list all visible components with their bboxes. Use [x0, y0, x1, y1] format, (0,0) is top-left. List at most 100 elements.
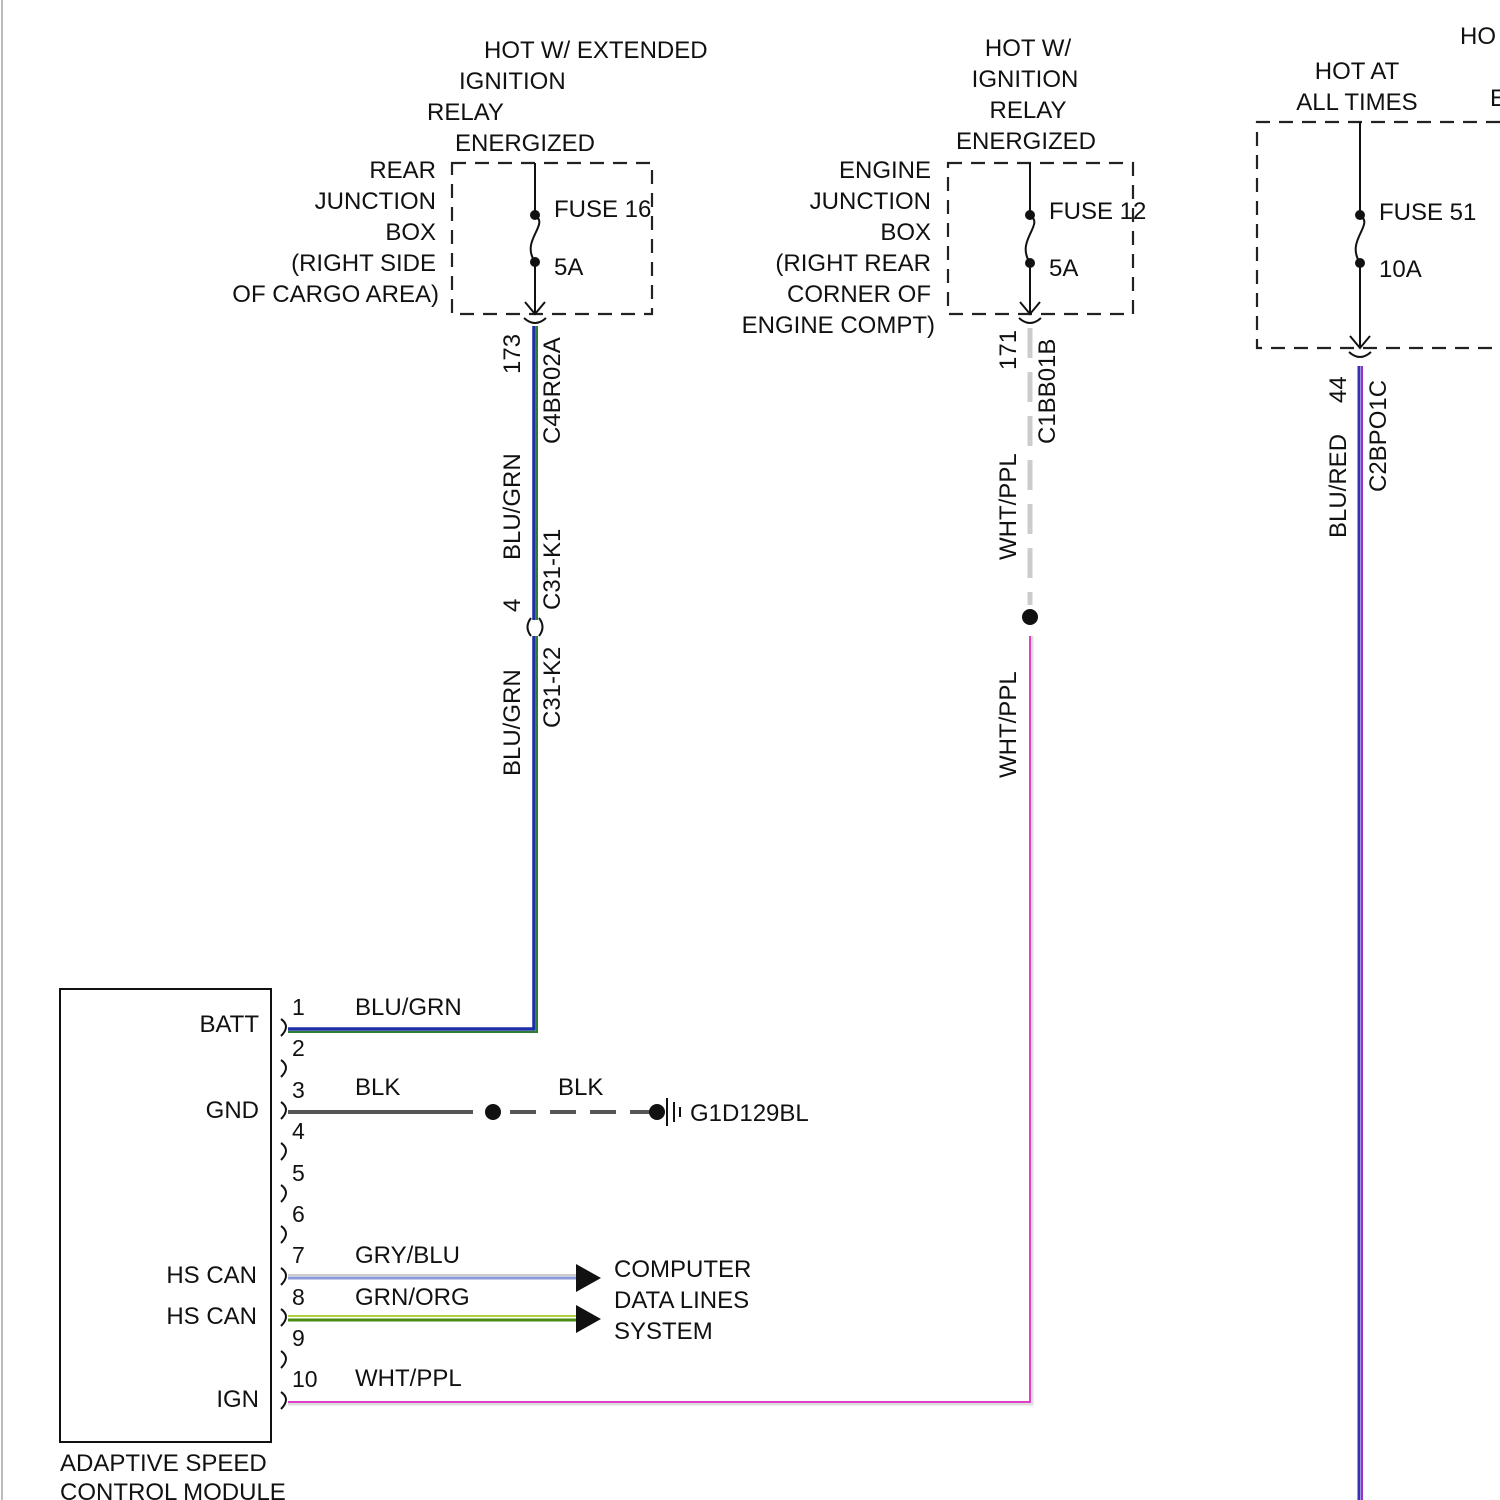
fuse51-fuse-icon — [1356, 215, 1365, 263]
fuse16-header-line1: HOT W/ EXTENDED — [484, 37, 708, 64]
pin-10-wire-label: WHT/PPL — [355, 1365, 462, 1392]
ground-icon — [667, 1098, 680, 1126]
pin-number-7: 7 — [292, 1242, 305, 1268]
c31-connector-top: C31-K1 — [539, 529, 566, 610]
wire-173-circuit: 173 — [499, 334, 526, 374]
module-name-line1: ADAPTIVE SPEED — [60, 1450, 267, 1477]
fuse12-header-line1: HOT W/ — [985, 35, 1072, 62]
module-name-line2: CONTROL MODULE — [60, 1479, 286, 1500]
pin-number-2: 2 — [292, 1035, 305, 1061]
c31-wire-color: BLU/GRN — [499, 669, 526, 776]
pin-1-connector-icon — [281, 1019, 286, 1036]
pin-5-connector-icon — [281, 1185, 286, 1202]
data-lines-line2: DATA LINES — [614, 1287, 749, 1314]
module-label-gnd: GND — [206, 1097, 259, 1124]
fuse12-location-line6: ENGINE COMPT) — [742, 312, 935, 339]
fuse16-fuse-icon — [531, 215, 540, 262]
ground-terminal — [649, 1104, 665, 1120]
pin-number-10: 10 — [292, 1366, 318, 1392]
fuse12-fuse-icon — [1026, 215, 1035, 263]
fuse16-location-line5: OF CARGO AREA) — [232, 281, 439, 308]
fuse51-group: HO HOT AT ALL TIMES E FUSE 51 10A — [1257, 23, 1500, 357]
adaptive-speed-control-module: BATT GND HS CAN HS CAN IGN 1 2 3 4 5 6 7… — [60, 989, 470, 1500]
module-label-hscan-2: HS CAN — [166, 1303, 257, 1330]
pin-number-6: 6 — [292, 1201, 305, 1227]
pin-3-connector-icon — [281, 1102, 286, 1119]
module-label-batt: BATT — [199, 1011, 259, 1038]
fuse51-header-line2: ALL TIMES — [1296, 89, 1417, 116]
ground-wire-label: BLK — [558, 1074, 603, 1101]
fuse51-label: FUSE 51 — [1379, 199, 1476, 226]
hs-can-arrow-1-icon — [576, 1264, 601, 1292]
pin-number-1: 1 — [292, 994, 305, 1020]
pin-10-connector-icon — [281, 1392, 286, 1409]
wire-blu-grn-lower-line — [288, 636, 534, 1029]
fuse12-header-line3: RELAY — [990, 97, 1067, 124]
fuse12-location-line5: CORNER OF — [787, 281, 931, 308]
fuse12-label: FUSE 12 — [1049, 198, 1146, 225]
wire-44-connector: C2BPO1C — [1365, 380, 1392, 492]
c31-connector-icon-left — [528, 618, 532, 636]
fuse51-connector-icon — [1349, 352, 1371, 357]
fuse12-location-line1: ENGINE — [839, 157, 931, 184]
fuse16-location-line2: JUNCTION — [315, 188, 436, 215]
pin-7-connector-icon — [281, 1268, 286, 1285]
pin-number-8: 8 — [292, 1284, 305, 1310]
data-lines-line3: SYSTEM — [614, 1318, 713, 1345]
ground-id: G1D129BL — [690, 1100, 809, 1127]
wire-171-connector: C1BB01B — [1034, 339, 1061, 444]
wire-44-color: BLU/RED — [1325, 434, 1352, 538]
fuse12-header-line4: ENERGIZED — [956, 128, 1096, 155]
fuse51-junction-box — [1257, 122, 1500, 348]
pin-number-5: 5 — [292, 1160, 305, 1186]
wire-171: 171 C1BB01B WHT/PPL WHT/PPL — [995, 328, 1061, 778]
wire-173-color: BLU/GRN — [499, 453, 526, 560]
fuse12-location-line4: (RIGHT REAR — [775, 250, 931, 277]
c31-pin: 4 — [499, 599, 526, 612]
module-label-ign: IGN — [216, 1386, 259, 1413]
data-lines-line1: COMPUTER — [614, 1256, 751, 1283]
pin-7-wire-label: GRY/BLU — [355, 1242, 460, 1269]
pin-3-wire-label: BLK — [355, 1074, 400, 1101]
wire-171-color-bottom: WHT/PPL — [995, 671, 1022, 778]
fuse16-connector-icon — [524, 318, 546, 323]
module-label-hscan-1: HS CAN — [166, 1262, 257, 1289]
pin-8-connector-icon — [281, 1309, 286, 1326]
fuse51-rating: 10A — [1379, 256, 1422, 283]
pin-number-3: 3 — [292, 1077, 305, 1103]
pin-8-wire-label: GRN/ORG — [355, 1284, 470, 1311]
wire-171-circuit: 171 — [995, 330, 1022, 370]
fuse12-rating: 5A — [1049, 255, 1078, 282]
fuse16-location-line1: REAR — [369, 157, 436, 184]
wire-44-circuit: 44 — [1325, 376, 1352, 403]
pin-1-wire-label: BLU/GRN — [355, 994, 462, 1021]
fuse16-rating: 5A — [554, 254, 583, 281]
fuse51-partial-text-top: HO — [1460, 23, 1496, 50]
c31-connector-bottom: C31-K2 — [539, 647, 566, 728]
fuse51-header-line1: HOT AT — [1315, 58, 1400, 85]
pin-number-4: 4 — [292, 1118, 305, 1144]
fuse16-location-line4: (RIGHT SIDE — [291, 250, 436, 277]
fuse16-group: HOT W/ EXTENDED IGNITION RELAY ENERGIZED… — [232, 37, 707, 323]
pin-2-connector-icon — [281, 1060, 286, 1077]
wire-173-connector: C4BR02A — [539, 337, 566, 444]
fuse16-junction-box — [452, 163, 652, 314]
pin-number-9: 9 — [292, 1325, 305, 1351]
pin-6-connector-icon — [281, 1226, 286, 1243]
fuse12-junction-box — [948, 163, 1133, 314]
fuse12-header-line2: IGNITION — [972, 66, 1079, 93]
fuse12-location-line3: BOX — [880, 219, 931, 246]
c31-connector-icon-right — [539, 618, 543, 636]
fuse16-header-line3: RELAY — [427, 99, 504, 126]
hs-can-arrow-2-icon — [576, 1305, 601, 1333]
fuse16-location-line3: BOX — [385, 219, 436, 246]
fuse16-label: FUSE 16 — [554, 196, 651, 223]
fuse12-location-line2: JUNCTION — [810, 188, 931, 215]
wire-171-splice — [1022, 609, 1038, 625]
fuse12-connector-icon — [1019, 318, 1041, 323]
module-box — [60, 989, 271, 1442]
fuse12-group: HOT W/ IGNITION RELAY ENERGIZED ENGINE J… — [742, 35, 1147, 339]
pin-9-connector-icon — [281, 1351, 286, 1368]
fuse16-header-line4: ENERGIZED — [455, 130, 595, 157]
